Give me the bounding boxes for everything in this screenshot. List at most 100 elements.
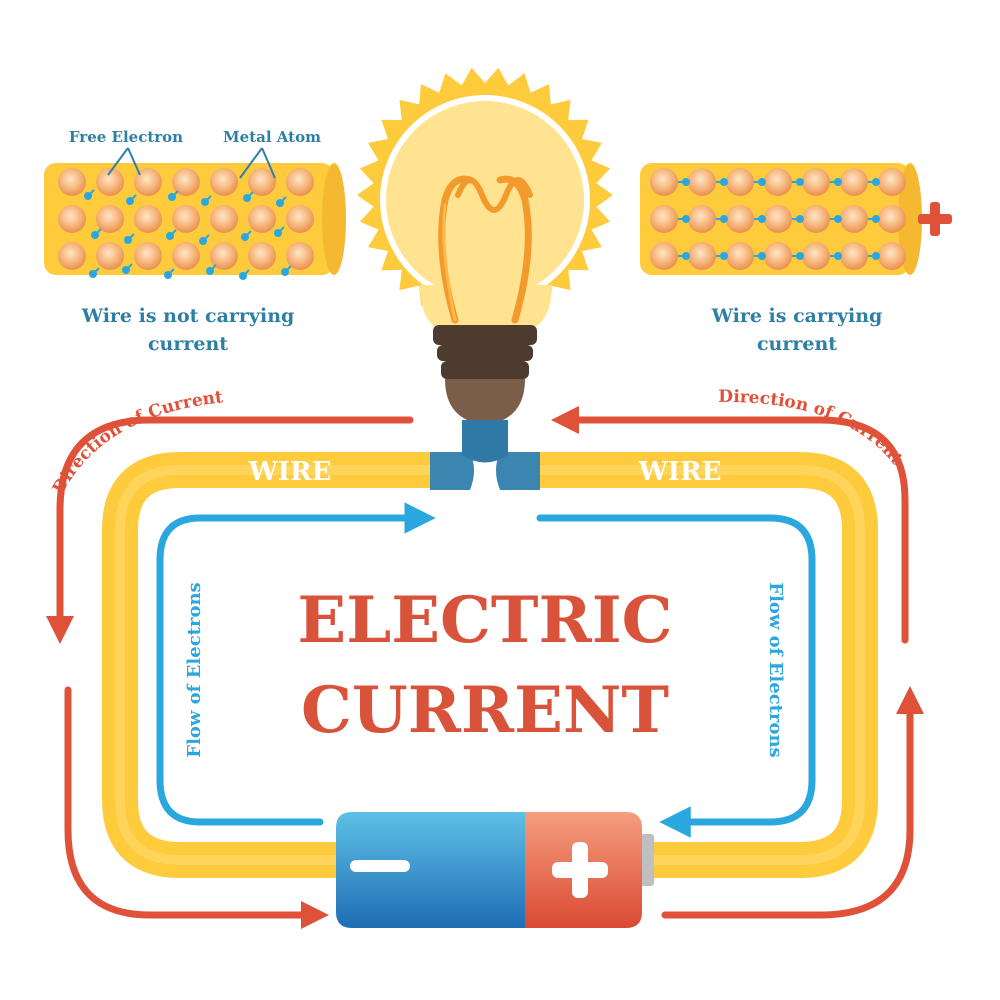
wire-label-left: WIRE [248,457,332,487]
metal-atom [58,242,86,270]
callout-lines [107,147,276,179]
free-electron [122,263,133,274]
free-electron [754,215,766,223]
metal-atom [764,242,792,270]
free-electron [243,191,254,202]
metal-atoms-grid-right [650,168,906,270]
free-electron [792,215,804,223]
free-electron [792,252,804,260]
metal-atom [764,205,792,233]
free-electron [84,189,95,200]
carrying-caption-2: current [757,333,837,355]
metal-atom [96,205,124,233]
metal-atom [134,205,162,233]
carrying-caption-1: Wire is carrying [711,305,883,327]
free-electron [678,215,690,223]
flow-of-electrons-left: Flow of Electrons [184,582,205,757]
free-electron [241,230,252,241]
free-electron [868,252,880,260]
metal-atom [210,168,238,196]
free-electron [868,215,880,223]
metal-atom [286,168,314,196]
title-line-1: ELECTRIC [297,583,672,658]
metal-atom [650,205,678,233]
metal-atom [802,205,830,233]
metal-atom [878,205,906,233]
metal-atom [726,242,754,270]
free-electron [678,178,690,186]
metal-atom [248,168,276,196]
free-electron [868,178,880,186]
metal-atom [210,205,238,233]
metal-atom [688,205,716,233]
electron-flow-arrows [156,502,816,838]
free-electron [168,190,179,201]
free-electron [166,229,177,240]
free-electron [201,195,212,206]
free-electron [754,252,766,260]
metal-atom [134,242,162,270]
metal-atom [878,242,906,270]
metal-atom [286,205,314,233]
free-electron-label: Free Electron [69,128,183,146]
metal-atom [650,168,678,196]
not-carrying-caption-1: Wire is not carrying [81,305,295,327]
metal-atom [172,205,200,233]
metal-atom [840,242,868,270]
metal-atom [58,205,86,233]
minus-icon [350,860,410,872]
free-electron [830,252,842,260]
metal-atom [96,242,124,270]
metal-atom [802,168,830,196]
free-electron [124,233,135,244]
metal-atom [840,168,868,196]
flow-of-electrons-right: Flow of Electrons [765,582,786,757]
current-direction-arrows [46,406,924,929]
free-electron [91,228,102,239]
metal-atom [726,205,754,233]
wire-sample-carrying [640,163,952,275]
metal-atom [878,168,906,196]
metal-atom [726,168,754,196]
plus-icon [552,842,608,898]
free-electrons-left [84,189,292,280]
metal-atom [802,242,830,270]
metal-atom [172,242,200,270]
free-electron [164,268,175,279]
metal-atom [248,205,276,233]
metal-atom [248,242,276,270]
title-line-2: CURRENT [301,673,669,748]
free-electron [754,178,766,186]
metal-atom [172,168,200,196]
metal-atom [764,168,792,196]
metal-atom [210,242,238,270]
free-electrons-right [678,178,880,260]
wire-sample-not-carrying [44,163,346,280]
circuit-wire [102,452,878,878]
metal-atom [688,242,716,270]
free-electron [830,178,842,186]
metal-atom [96,168,124,196]
free-electron [89,267,100,278]
metal-atom [688,168,716,196]
free-electron [126,194,137,205]
free-electron [206,264,217,275]
free-electron [281,265,292,276]
wire-label-right: WIRE [638,457,722,487]
free-electron [274,226,285,237]
metal-atom-label: Metal Atom [223,128,321,146]
not-carrying-caption-2: current [148,333,228,355]
free-electron [792,178,804,186]
free-electron [830,215,842,223]
metal-atom [134,168,162,196]
positive-terminal-icon [918,202,952,236]
free-electron [276,196,287,207]
free-electron [716,178,728,186]
free-electron [716,215,728,223]
metal-atom [650,242,678,270]
light-bulb [357,67,613,490]
bulb-filament [438,175,533,324]
metal-atom [286,242,314,270]
metal-atom [840,205,868,233]
